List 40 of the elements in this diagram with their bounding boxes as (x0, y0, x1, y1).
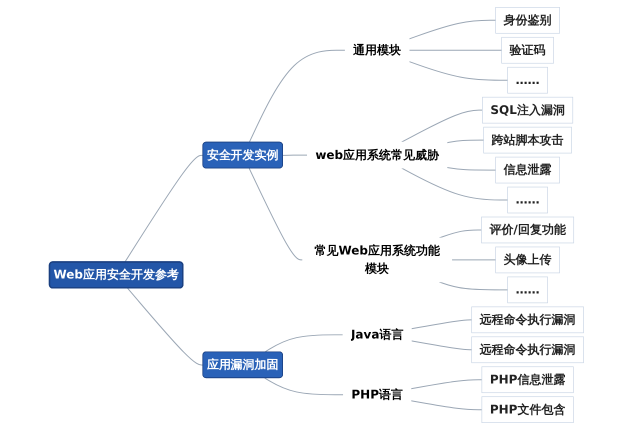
node-box: 头像上传 (495, 246, 560, 274)
connector (410, 400, 482, 410)
connector (127, 288, 204, 366)
node-box: PHP信息泄露 (482, 366, 574, 394)
connector (401, 110, 483, 143)
connector (438, 281, 508, 290)
connector (451, 259, 496, 260)
node-box: 评价/回复功能 (481, 216, 574, 244)
node-box: 验证码 (501, 36, 554, 64)
node-box: …… (507, 186, 548, 214)
node-text: web应用系统常见威胁 (315, 148, 439, 162)
connector (248, 168, 304, 260)
connector (446, 140, 484, 144)
node-text: Java语言 (350, 328, 404, 342)
connector (410, 379, 482, 390)
node-text: 常见Web应用系统功能模块 (314, 244, 440, 276)
connector (282, 154, 308, 156)
connector (248, 50, 346, 143)
node-box: SQL注入漏洞 (482, 96, 574, 124)
node-box: 信息泄露 (495, 156, 560, 184)
connector (124, 154, 204, 263)
connector (408, 20, 496, 40)
node-text: PHP语言 (351, 388, 403, 402)
connector (438, 229, 482, 238)
connector (446, 166, 496, 171)
connector (264, 334, 344, 353)
node-box: 远程命令执行漏洞 (471, 306, 584, 334)
connector (408, 50, 502, 51)
connector (401, 168, 508, 201)
connector (264, 378, 344, 396)
connector (408, 61, 508, 81)
connector (410, 340, 472, 350)
node-box: 远程命令执行漏洞 (471, 336, 584, 364)
node-box: …… (507, 276, 548, 304)
node-box: 身份鉴别 (495, 7, 560, 34)
node-box: PHP文件包含 (482, 396, 574, 423)
connector (410, 319, 472, 330)
node-box: …… (507, 66, 548, 94)
node-box: 跨站脚本攻击 (483, 126, 572, 154)
node-text: 通用模块 (353, 43, 402, 58)
